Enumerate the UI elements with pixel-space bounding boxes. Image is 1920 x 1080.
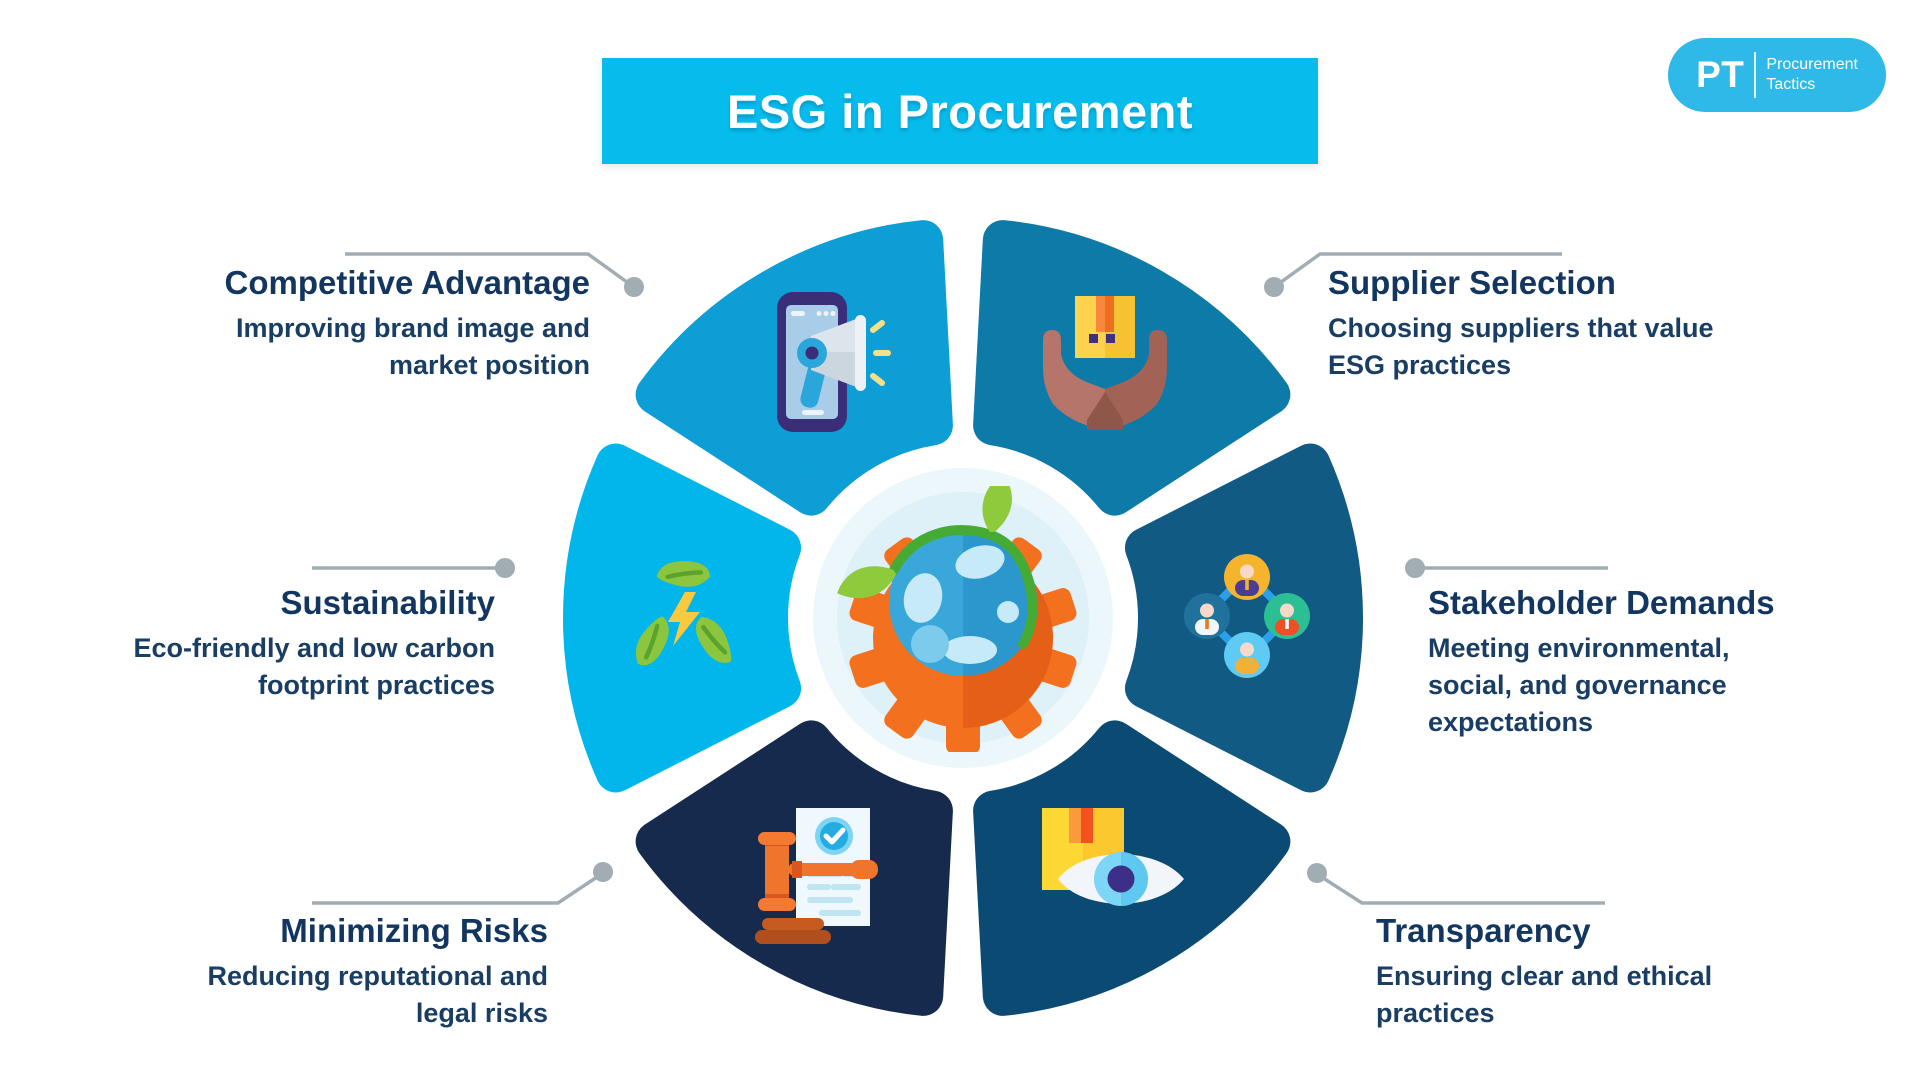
title-banner: ESG in Procurement	[602, 58, 1318, 164]
people-network-icon	[1184, 554, 1310, 678]
description-line: Ensuring clear and ethical	[1376, 961, 1713, 991]
heading-minimizing-risks: Minimizing Risks	[280, 912, 548, 949]
eye-box-icon	[1042, 808, 1184, 906]
connector-minimizing-risks	[312, 873, 601, 905]
page-title: ESG in Procurement	[726, 84, 1194, 138]
logo-abbr: PT	[1696, 54, 1745, 95]
description-line: footprint practices	[257, 670, 495, 700]
heading-stakeholder-demands: Stakeholder Demands	[1428, 584, 1775, 621]
heading-transparency: Transparency	[1376, 912, 1591, 949]
plant-vine	[837, 486, 1038, 649]
connector-dot	[495, 558, 515, 578]
heading-supplier-selection: Supplier Selection	[1328, 264, 1616, 301]
globe-gear-plant-icon	[837, 486, 1077, 752]
wheel-segment-supplier-selection	[973, 220, 1291, 516]
megaphone-phone-icon	[777, 292, 891, 432]
logo-divider	[1754, 52, 1757, 98]
logo-name-line1: Procurement	[1766, 56, 1858, 73]
description-line: Reducing reputational and	[207, 961, 548, 991]
heading-competitive-advantage: Competitive Advantage	[224, 264, 590, 301]
connector-dot	[1405, 558, 1425, 578]
description-line: ESG practices	[1328, 350, 1512, 380]
label-transparency: Transparency Ensuring clear and ethical …	[1376, 910, 1846, 1032]
label-minimizing-risks: Minimizing Risks Reducing reputational a…	[128, 910, 548, 1032]
label-competitive-advantage: Competitive Advantage Improving brand im…	[120, 262, 590, 384]
description-line: Eco-friendly and low carbon	[133, 633, 495, 663]
brand-logo: PT Procurement Tactics	[1668, 38, 1886, 112]
label-sustainability: Sustainability Eco-friendly and low carb…	[75, 582, 495, 704]
leaves-recycle-icon	[618, 550, 748, 682]
description-line: legal risks	[415, 998, 548, 1028]
description-line: expectations	[1428, 707, 1594, 737]
description-line: Choosing suppliers that value	[1328, 313, 1714, 343]
description-line: Meeting environmental,	[1428, 633, 1730, 663]
description-line: social, and governance	[1428, 670, 1727, 700]
description-line: Improving brand image and	[235, 313, 590, 343]
label-supplier-selection: Supplier Selection Choosing suppliers th…	[1328, 262, 1808, 384]
logo-name-line2: Tactics	[1766, 76, 1816, 93]
wheel-segment-stakeholder-demands	[1124, 443, 1363, 793]
hands-box-icon	[1043, 296, 1167, 430]
description-line: market position	[388, 350, 590, 380]
label-stakeholder-demands: Stakeholder Demands Meeting environmenta…	[1428, 582, 1898, 741]
heading-sustainability: Sustainability	[280, 584, 495, 621]
description-line: practices	[1376, 998, 1495, 1028]
gavel-document-icon	[755, 808, 878, 944]
